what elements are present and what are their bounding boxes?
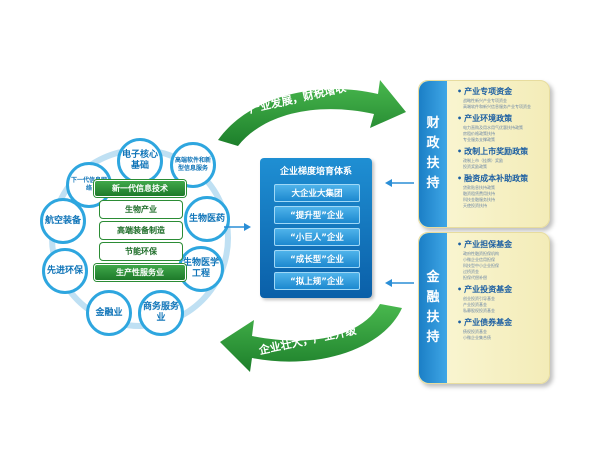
industry-bar-4: 节能环保 [100, 243, 182, 260]
cultivation-system-panel: 企业梯度培育体系 大企业大集团 “提升型”企业 “小巨人”企业 “成长型”企业 … [260, 158, 372, 298]
fiscal-section-4-line: 天使投资扶持 [463, 203, 487, 208]
industry-bar-5: 生产性服务业 [94, 264, 186, 281]
fiscal-section-2-line: 电力直购及用水用气优惠扶持政策 [463, 125, 523, 130]
bullet-icon: • [457, 147, 463, 156]
finance-section-1-line: 小微企业信用担保 [463, 257, 495, 262]
finance-section-1-line: 科技型中小企业担保 [463, 263, 499, 268]
finance-section-title-1: •产业担保基金 [457, 240, 513, 249]
fiscal-section-title-4: •融资成本补助政策 [457, 174, 529, 183]
fiscal-section-title-3: •改制上市奖励政策 [457, 147, 529, 156]
system-item-2: “提升型”企业 [274, 206, 360, 224]
fiscal-section-4-line: 贷款贴息扶持政策 [463, 185, 495, 190]
finance-section-1-line: 政府性融资担保机构 [463, 251, 499, 256]
system-title: 企业梯度培育体系 [279, 167, 352, 177]
bottom-curved-arrow [220, 304, 402, 372]
finance-section-title-2: •产业投资基金 [457, 285, 513, 294]
bullet-icon: • [457, 318, 463, 327]
fiscal-support-label: 财政扶持 [419, 81, 447, 227]
industry-list: 新一代信息技术 生物产业 高端装备制造 节能环保 生产性服务业 [92, 176, 188, 281]
bullet-icon: • [457, 114, 463, 123]
bullet-icon: • [457, 87, 463, 96]
fiscal-section-1-line: 高端软件和新兴信息服务产业专项资金 [463, 104, 531, 109]
fiscal-section-3-line: 改制上市（挂牌）奖励 [463, 158, 503, 163]
ring-node-eco-protection: 先进环保 [42, 248, 88, 294]
fiscal-section-4-line: 融资租赁费用扶持 [463, 191, 495, 196]
ring-node-high-end-software: 高端软件和新型信息服务 [170, 142, 216, 188]
system-item-5: “拟上规”企业 [274, 272, 360, 290]
bullet-icon: • [457, 285, 463, 294]
fiscal-section-1-line: 战略性新兴产业专项资金 [463, 98, 507, 103]
arrow-ring-to-system [224, 223, 251, 231]
fiscal-section-3-line: 投资奖励政策 [463, 164, 487, 169]
industry-bar-2: 生物产业 [100, 201, 182, 218]
finance-section-title-3: •产业债券基金 [457, 318, 513, 327]
arrow-fiscal-to-system [385, 179, 414, 187]
arrow-finance-to-system [385, 279, 414, 287]
fiscal-section-2-line: 房租价格政策扶持 [463, 131, 495, 136]
system-item-3: “小巨人”企业 [274, 228, 360, 246]
finance-section-3-line: 债权投资基金 [463, 329, 487, 334]
top-curved-arrow [218, 80, 406, 146]
fiscal-section-title-1: •产业专项资金 [457, 87, 513, 96]
finance-section-2-line: 私募股权投资基金 [463, 308, 495, 313]
ring-node-finance: 金融业 [86, 290, 132, 336]
ring-node-business-service: 商务服务业 [138, 290, 184, 336]
finance-section-2-line: 创业投资引导基金 [463, 296, 495, 301]
finance-support-panel: 金融扶持 •产业担保基金政府性融资担保机构小微企业信用担保科技型中小企业担保过桥… [418, 232, 550, 384]
fiscal-section-2-line: 专业服务支撑政策 [463, 137, 495, 142]
industry-bar-1: 新一代信息技术 [94, 180, 186, 197]
fiscal-section-title-2: •产业环境政策 [457, 114, 513, 123]
ring-node-aviation: 航空装备 [40, 198, 86, 244]
bullet-icon: • [457, 240, 463, 249]
finance-section-3-line: 小微企业集合债 [463, 335, 491, 340]
fiscal-support-panel: 财政扶持 •产业专项资金战略性新兴产业专项资金高端软件和新兴信息服务产业专项资金… [418, 80, 550, 228]
finance-section-1-line: 过桥资金 [463, 269, 479, 274]
bullet-icon: • [457, 174, 463, 183]
finance-section-2-line: 产业投资基金 [463, 302, 487, 307]
industry-bar-3: 高端装备制造 [100, 222, 182, 239]
finance-section-1-line: 担保代偿补偿 [463, 275, 487, 280]
fiscal-section-4-line: 科技金融服务扶持 [463, 197, 495, 202]
system-item-4: “成长型”企业 [274, 250, 360, 268]
system-item-1: 大企业大集团 [274, 184, 360, 202]
finance-support-label: 金融扶持 [419, 233, 447, 383]
ring-node-bio-medicine: 生物医药 [184, 196, 230, 242]
